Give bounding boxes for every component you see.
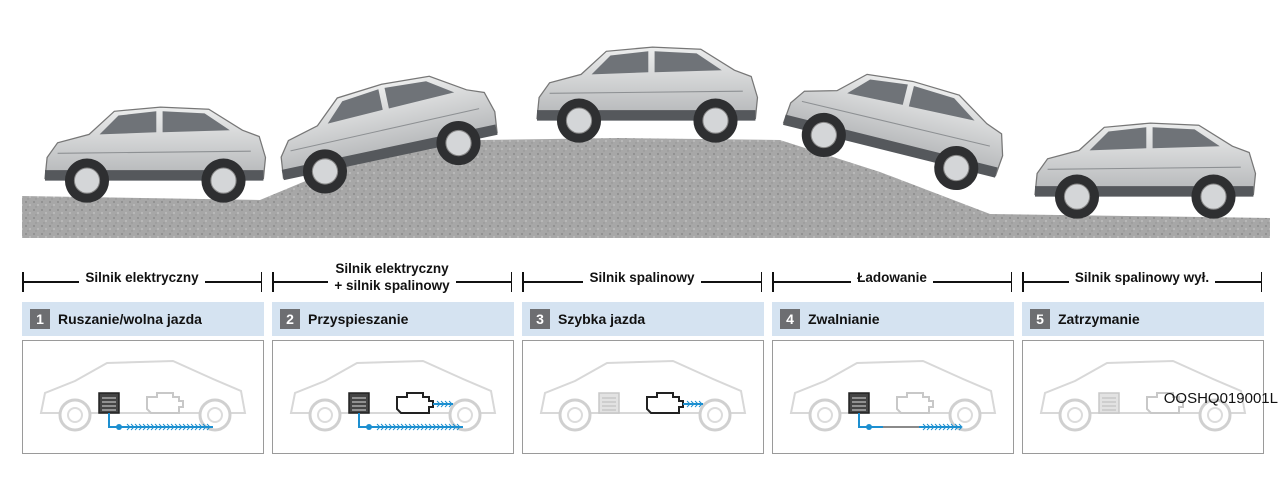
phase-row: Silnik elektryczny Silnik elektryczny + … <box>22 252 1270 302</box>
car-outline-icon <box>539 359 747 414</box>
rear-wheel-icon <box>948 398 982 432</box>
panel-3 <box>522 340 764 454</box>
powertrain-diagram-2 <box>289 359 497 432</box>
stage-2: 2 Przyspieszanie <box>272 302 514 336</box>
car-outline-icon <box>39 359 247 414</box>
front-wheel-icon <box>558 398 592 432</box>
engine-icon <box>146 392 184 414</box>
car-outline-icon <box>789 359 997 414</box>
front-wheel-icon <box>808 398 842 432</box>
front-wheel-icon <box>58 398 92 432</box>
rear-wheel-icon <box>448 398 482 432</box>
phase-2: Silnik elektryczny + silnik spalinowy <box>272 252 512 302</box>
rear-wheel-icon <box>198 398 232 432</box>
battery-flow-line <box>358 413 463 428</box>
phase-3: Silnik spalinowy <box>522 252 762 302</box>
phase-1-label: Silnik elektryczny <box>79 268 205 286</box>
stage-5: 5 Zatrzymanie <box>1022 302 1264 336</box>
stage-4: 4 Zwalnianie <box>772 302 1014 336</box>
phase-5-label: Silnik spalinowy wył. <box>1068 268 1216 286</box>
panel-row <box>22 340 1270 454</box>
panel-5 <box>1022 340 1264 454</box>
phase-1: Silnik elektryczny <box>22 252 262 302</box>
panel-2 <box>272 340 514 454</box>
front-wheel-icon <box>1058 398 1092 432</box>
stage-3-number: 3 <box>530 309 550 329</box>
stage-1-title: Ruszanie/wolna jazda <box>58 311 202 327</box>
battery-flow-line <box>108 413 213 428</box>
powertrain-diagram-4 <box>789 359 997 432</box>
phase-4-label: Ładowanie <box>851 268 933 286</box>
powertrain-diagram-5 <box>1039 359 1247 432</box>
engine-icon <box>896 392 934 414</box>
stage-4-title: Zwalnianie <box>808 311 880 327</box>
panel-4 <box>772 340 1014 454</box>
stage-4-number: 4 <box>780 309 800 329</box>
phase-2-label: Silnik elektryczny + silnik spalinowy <box>328 260 456 294</box>
rear-wheel-icon <box>698 398 732 432</box>
stage-2-title: Przyspieszanie <box>308 311 409 327</box>
powertrain-diagram-1 <box>39 359 247 432</box>
stage-3: 3 Szybka jazda <box>522 302 764 336</box>
stage-1: 1 Ruszanie/wolna jazda <box>22 302 264 336</box>
engine-icon <box>1146 392 1184 414</box>
stage-5-number: 5 <box>1030 309 1050 329</box>
engine-icon <box>646 392 684 414</box>
phase-3-label: Silnik spalinowy <box>583 268 701 286</box>
powertrain-diagram-3 <box>539 359 747 432</box>
image-code: OOSHQ019001L <box>1163 390 1278 407</box>
stage-row: 1 Ruszanie/wolna jazda 2 Przyspieszanie … <box>22 302 1270 336</box>
rear-wheel-icon <box>1198 398 1232 432</box>
hill-scene <box>22 46 1270 238</box>
engine-icon <box>396 392 434 414</box>
panel-1 <box>22 340 264 454</box>
phase-4: Ładowanie <box>772 252 1012 302</box>
front-wheel-icon <box>308 398 342 432</box>
car-outline-icon <box>289 359 497 414</box>
phase-5: Silnik spalinowy wył. <box>1022 252 1262 302</box>
stage-2-number: 2 <box>280 309 300 329</box>
stage-3-title: Szybka jazda <box>558 311 646 327</box>
regen-flow-line <box>858 413 883 428</box>
car-outline-icon <box>1039 359 1247 414</box>
stage-5-title: Zatrzymanie <box>1058 311 1140 327</box>
stage-1-number: 1 <box>30 309 50 329</box>
